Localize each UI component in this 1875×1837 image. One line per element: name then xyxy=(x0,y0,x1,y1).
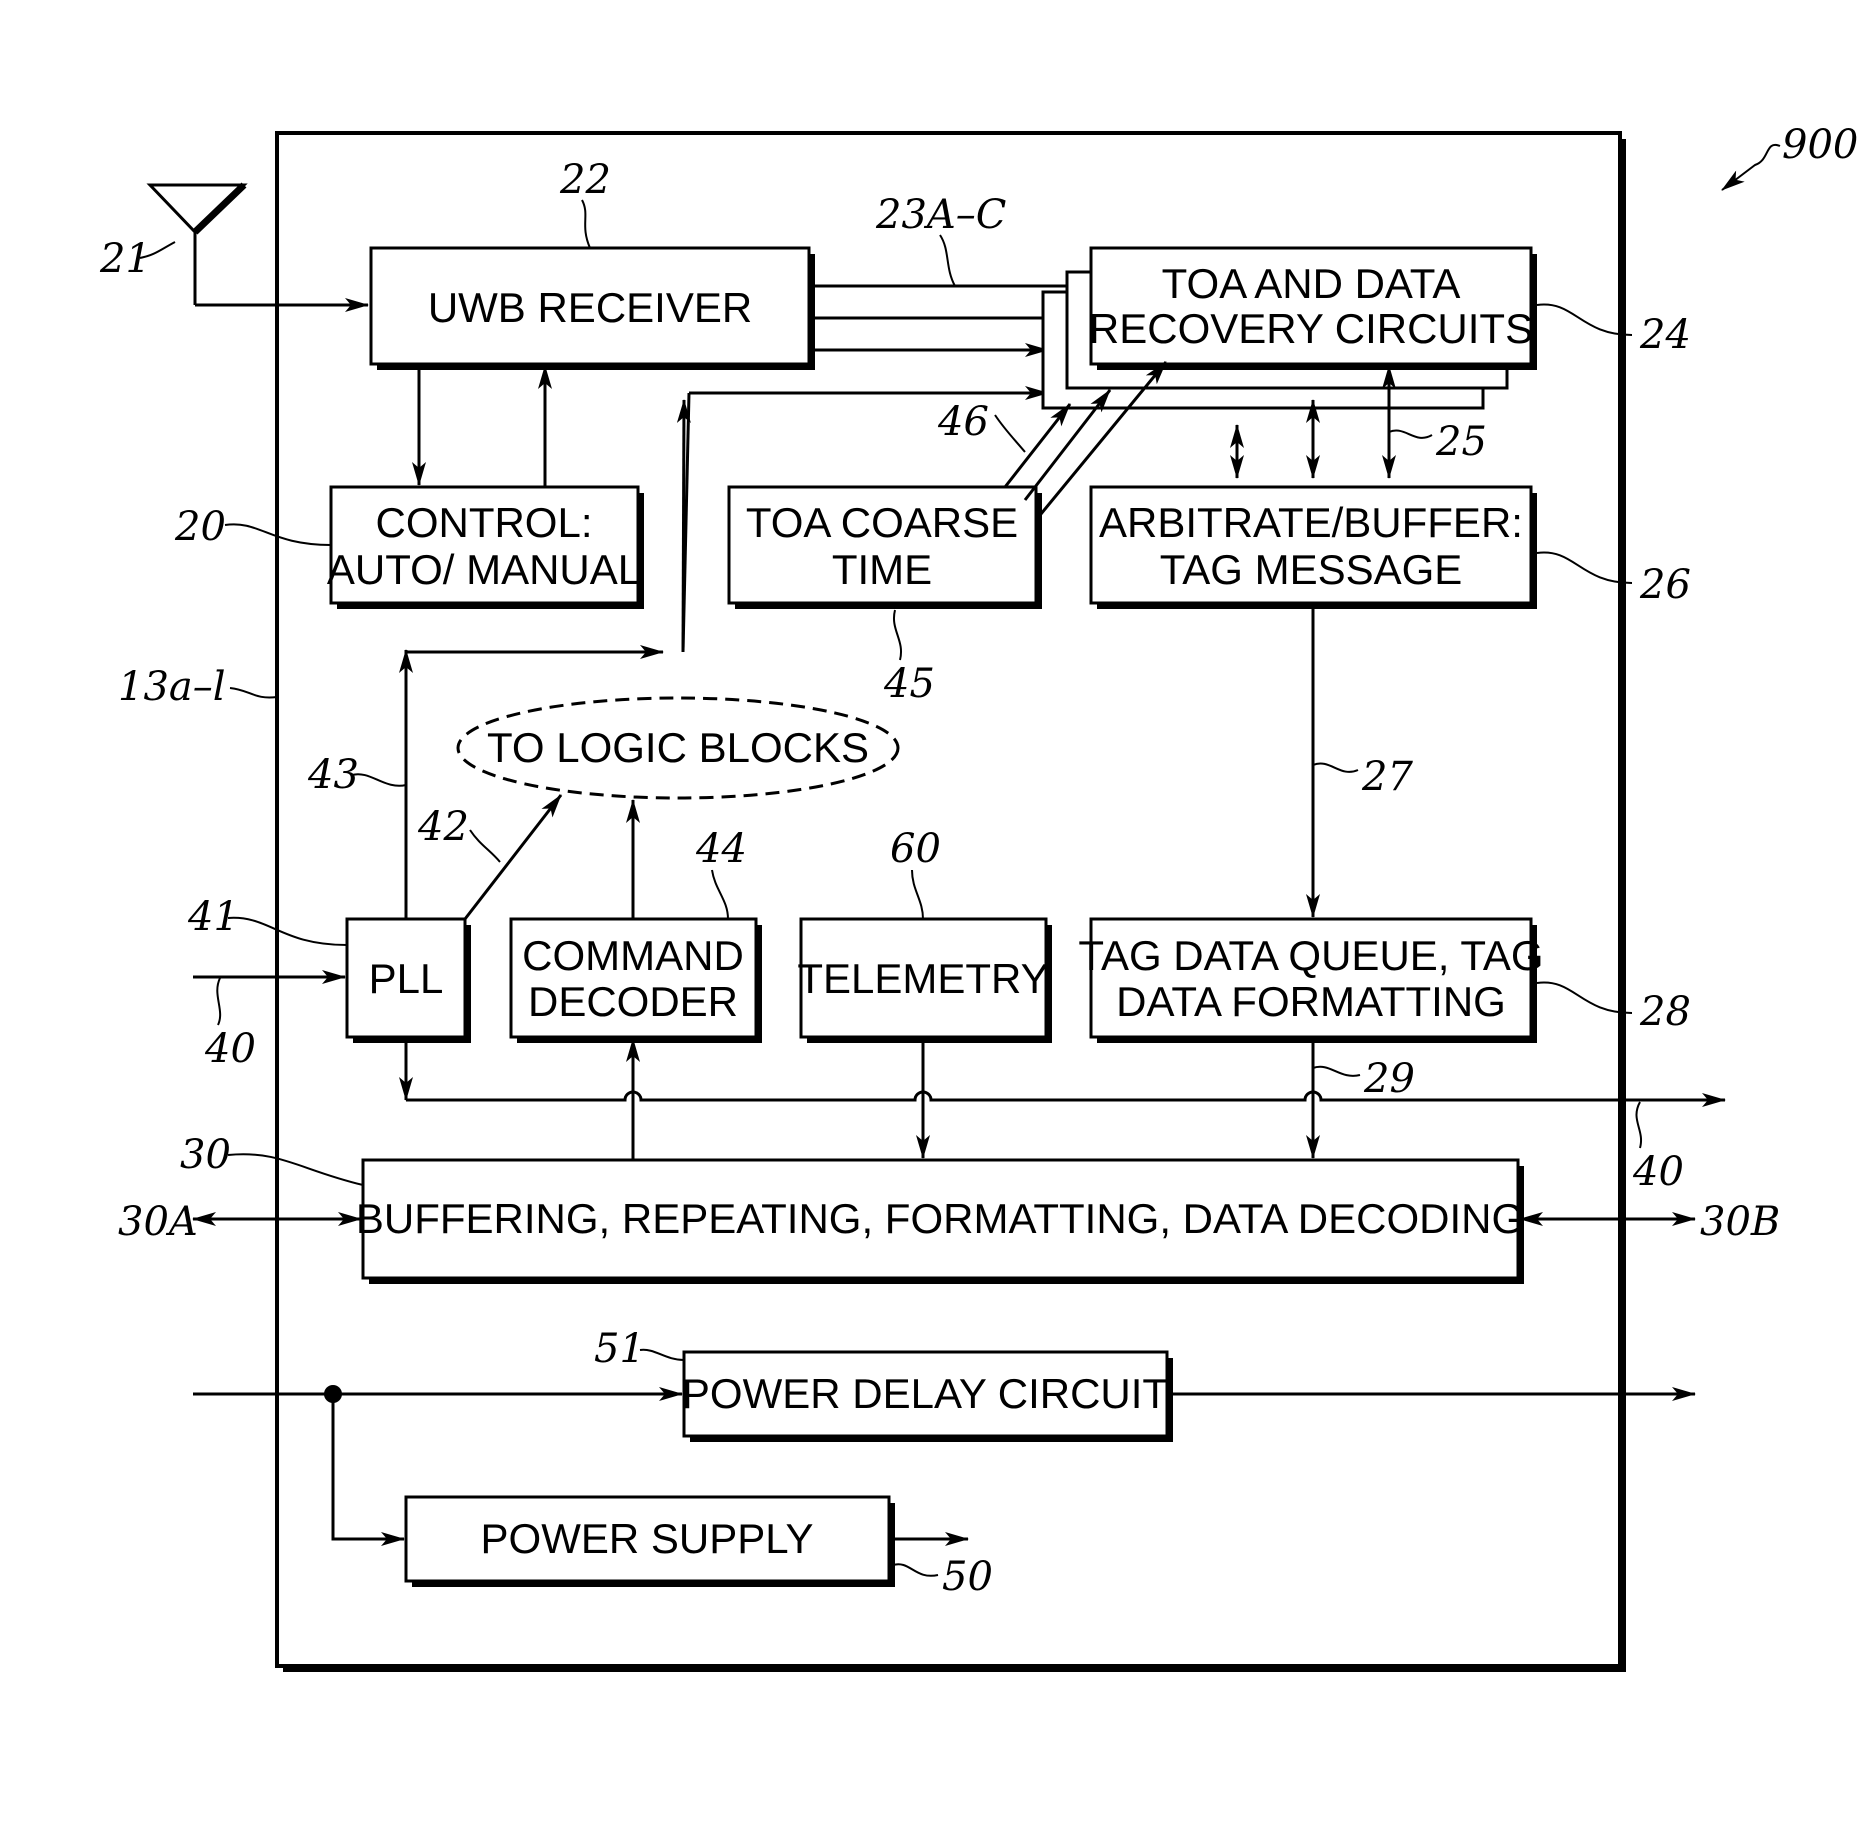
tag-data-queue-line2: DATA FORMATTING xyxy=(1116,978,1506,1025)
command-decoder-line1: COMMAND xyxy=(522,932,744,979)
power-supply-ref: 50 xyxy=(942,1554,993,1600)
arbitrate-buffer-line2: TAG MESSAGE xyxy=(1160,546,1463,593)
toa-coarse-time-line2: TIME xyxy=(832,546,932,593)
toa-data-recovery-ref: 24 xyxy=(1639,312,1691,358)
arbitrate-buffer-ref: 26 xyxy=(1639,562,1691,608)
buffering-label: BUFFERING, REPEATING, FORMATTING, DATA D… xyxy=(356,1195,1524,1242)
toa-data-recovery-line2: RECOVERY CIRCUITS xyxy=(1089,305,1533,352)
bus-25-ref: 25 xyxy=(1435,419,1487,465)
antenna-ref: 21 xyxy=(99,236,151,282)
port-b-label: 30B xyxy=(1700,1199,1780,1245)
command-decoder-ref: 44 xyxy=(695,826,747,872)
port-a-label: 30A xyxy=(118,1199,198,1245)
buffering-ref: 30 xyxy=(180,1132,231,1178)
uwb-receiver-ref: 22 xyxy=(559,157,611,203)
bus-29-ref: 29 xyxy=(1363,1056,1415,1102)
pll-clock-ref: 43 xyxy=(307,752,359,798)
control-line1: CONTROL: xyxy=(375,499,592,546)
uwb-receiver-label: UWB RECEIVER xyxy=(428,284,752,331)
toa-data-recovery-line1: TOA AND DATA xyxy=(1162,260,1461,307)
tag-data-queue-line1: TAG DATA QUEUE, TAG xyxy=(1078,932,1543,979)
figure-reference: 900 xyxy=(1722,122,1858,190)
power-delay-label: POWER DELAY CIRCUIT xyxy=(682,1370,1168,1417)
pll-label: PLL xyxy=(369,955,444,1002)
toa-coarse-time-line1: TOA COARSE xyxy=(746,499,1018,546)
toa-coarse-time-ref: 45 xyxy=(883,661,935,707)
svg-text:900: 900 xyxy=(1782,122,1858,168)
to-logic-blocks: TO LOGIC BLOCKS xyxy=(458,698,898,798)
command-decoder-line2: DECODER xyxy=(528,978,738,1025)
pll-logic-ref: 42 xyxy=(417,804,469,850)
module-reference: 13a–l xyxy=(118,664,277,710)
telemetry-ref: 60 xyxy=(890,826,941,872)
arbitrate-buffer-line1: ARBITRATE/BUFFER: xyxy=(1099,499,1523,546)
power-delay-ref: 51 xyxy=(594,1326,645,1372)
control-ref: 20 xyxy=(174,504,226,550)
coarse-time-bus-ref: 46 xyxy=(937,399,989,445)
to-logic-blocks-label: TO LOGIC BLOCKS xyxy=(487,724,869,771)
receiver-outputs-ref: 23A–C xyxy=(875,192,1006,238)
power-supply-label: POWER SUPPLY xyxy=(481,1515,814,1562)
telemetry-label: TELEMETRY xyxy=(797,955,1048,1002)
bus-27-ref: 27 xyxy=(1361,754,1413,800)
clock-in-ref: 40 xyxy=(204,1026,256,1072)
tag-data-queue-ref: 28 xyxy=(1639,989,1691,1035)
control-line2: AUTO/ MANUAL xyxy=(327,546,641,593)
svg-text:13a–l: 13a–l xyxy=(118,664,226,710)
clock-out-ref: 40 xyxy=(1632,1149,1684,1195)
